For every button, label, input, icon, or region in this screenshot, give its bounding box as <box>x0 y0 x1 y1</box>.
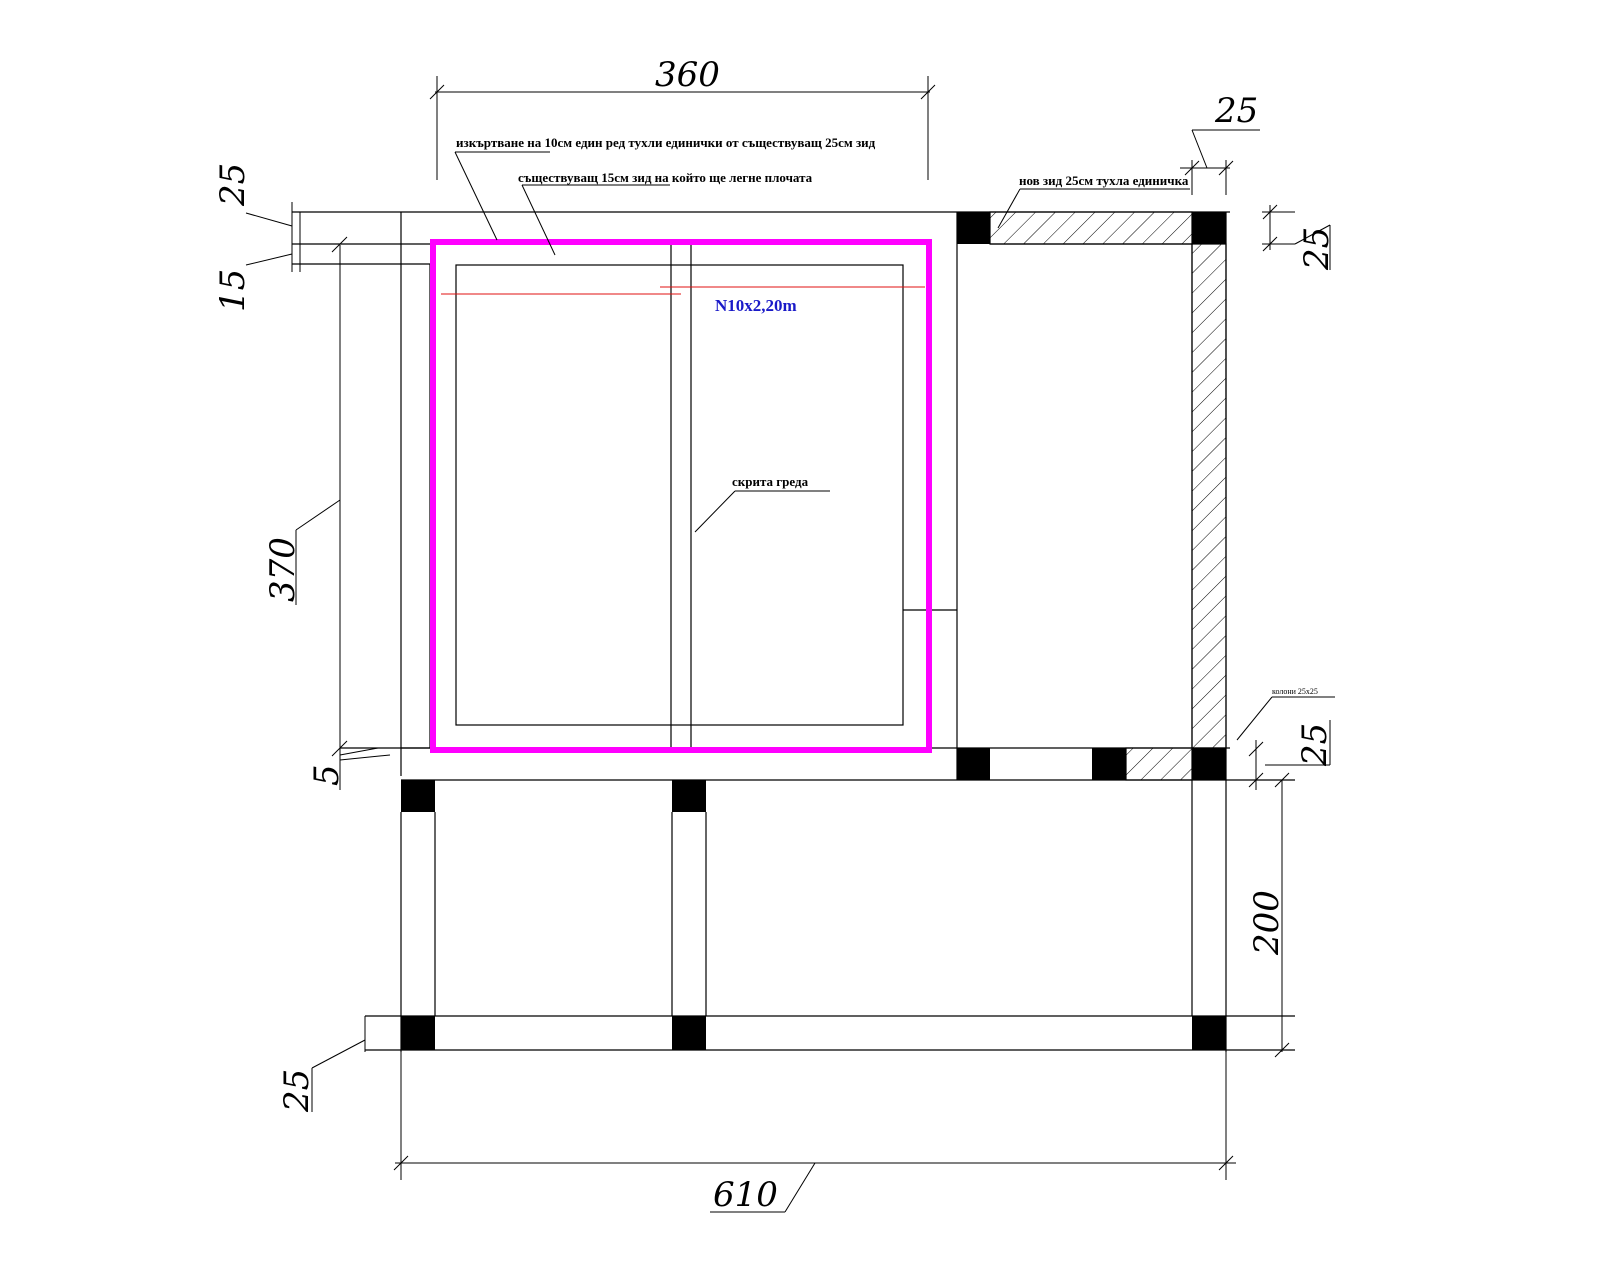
dim-left-height: 370 <box>263 537 303 602</box>
note-cut-bricks: изкъртване на 10см един ред тухли единич… <box>456 135 876 150</box>
dim-total-width: 610 <box>713 1175 778 1215</box>
note-new-wall: нов зид 25см тухла единичка <box>1019 173 1189 188</box>
dimension-lines <box>245 76 1331 1213</box>
dim-right-upper: 25 <box>1297 227 1337 271</box>
note-hidden-beam: скрита греда <box>732 474 809 489</box>
dim-left-bottom: 25 <box>277 1069 317 1113</box>
dim-left-top-wall: 25 <box>213 163 253 207</box>
walls <box>292 211 1295 1052</box>
note-columns: колони 25х25 <box>1272 687 1318 696</box>
slab-outline <box>430 239 932 753</box>
rebar-lines <box>441 286 925 295</box>
note-existing-wall: съществуващ 15см зид на който ще легне п… <box>518 170 813 185</box>
dim-right-height: 200 <box>1247 890 1287 956</box>
dim-left-existing-wall: 15 <box>213 269 253 312</box>
new-walls-hatched <box>989 211 1227 781</box>
dim-top-span: 360 <box>655 55 720 95</box>
note-leaders <box>454 151 1335 741</box>
rebar-label: N10x2,20m <box>715 296 797 315</box>
dim-left-gap: 5 <box>307 764 347 786</box>
dim-right-lower: 25 <box>1295 723 1335 767</box>
dim-top-right-wall: 25 <box>1214 91 1258 131</box>
columns <box>401 212 1226 1050</box>
